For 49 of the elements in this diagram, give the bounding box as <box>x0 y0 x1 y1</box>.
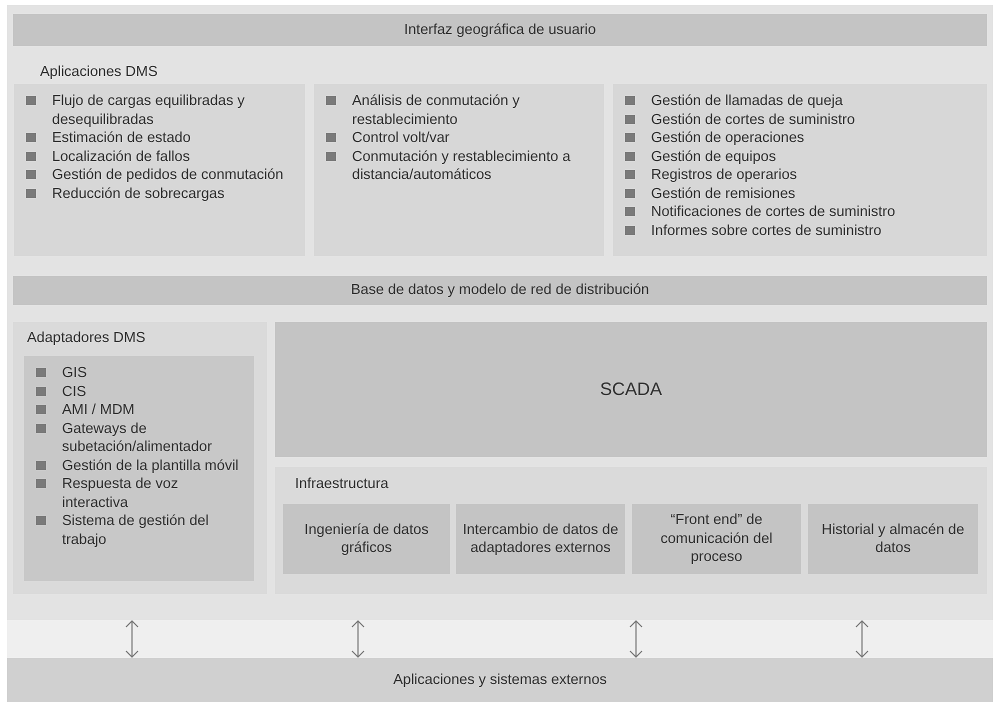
list-item: Gestión de llamadas de queja <box>625 92 979 110</box>
list-item: Localización de fallos <box>26 148 297 166</box>
list-item: Gateways de subetación/alimentador <box>36 420 246 456</box>
list-item: Gestión de la plantilla móvil <box>36 456 246 475</box>
list-item: Notificaciones de cortes de suministro <box>625 203 979 222</box>
panel-heading: Infraestructura <box>295 475 388 493</box>
double-arrow <box>125 620 139 658</box>
scada-block <box>275 322 987 457</box>
panel-heading: Adaptadores DMS <box>27 329 146 347</box>
list-item: Gestión de operaciones <box>625 129 979 148</box>
box-label: Historial y almacén de datos <box>820 520 966 558</box>
list-item: GIS <box>36 364 246 382</box>
box-label: SCADA <box>598 380 663 399</box>
list-item: Flujo de cargas equilibradas y desequilibradas <box>26 92 297 129</box>
double-arrow <box>855 620 869 658</box>
box-label: “Front end” de comunicación del proceso <box>659 511 774 567</box>
section-heading: Aplicaciones DMS <box>40 63 158 81</box>
box-label: Aplicaciones y sistemas externos <box>392 670 608 690</box>
list-item: Gestión de equipos <box>625 148 979 166</box>
list-item: Respuesta de voz interactiva <box>36 475 246 512</box>
list-item: AMI / MDM <box>36 401 246 420</box>
function-panel <box>613 84 987 256</box>
list-item: Informes sobre cortes de suministro <box>625 222 979 240</box>
list-item: CIS <box>36 382 246 401</box>
list-item: Gestión de remisiones <box>625 184 979 203</box>
function-panel <box>14 84 305 256</box>
layer-bar <box>13 14 987 46</box>
adapter-panel <box>13 322 267 594</box>
box-label: Intercambio de datos de adaptadores externos <box>462 520 620 558</box>
adapter-list-panel <box>24 356 254 581</box>
layer-bar <box>13 276 987 305</box>
panel-background <box>7 5 993 620</box>
layer-bar <box>7 658 993 702</box>
list-item: Control volt/var <box>326 129 596 148</box>
list-item: Reducción de sobrecargas <box>26 184 297 203</box>
list-item: Registros de operarios <box>625 166 979 184</box>
double-arrow <box>351 620 365 658</box>
list-item: Estimación de estado <box>26 129 297 148</box>
box-label: Ingeniería de datos gráficos <box>303 520 430 558</box>
function-panel <box>314 84 604 256</box>
box-label: Base de datos y modelo de red de distribución <box>350 281 650 300</box>
list-item: Sistema de gestión del trabajo <box>36 512 246 549</box>
double-arrow <box>629 620 643 658</box>
list-item: Gestión de pedidos de conmutación <box>26 166 297 184</box>
box-label: Interfaz geográfica de usuario <box>403 20 597 40</box>
list-item: Conmutación y restablecimiento a distancia/automáticos <box>326 148 596 184</box>
list-item: Gestión de cortes de suministro <box>625 110 979 129</box>
list-item: Análisis de conmutación y restablecimiento <box>326 92 596 129</box>
infrastructure-panel <box>275 467 987 594</box>
